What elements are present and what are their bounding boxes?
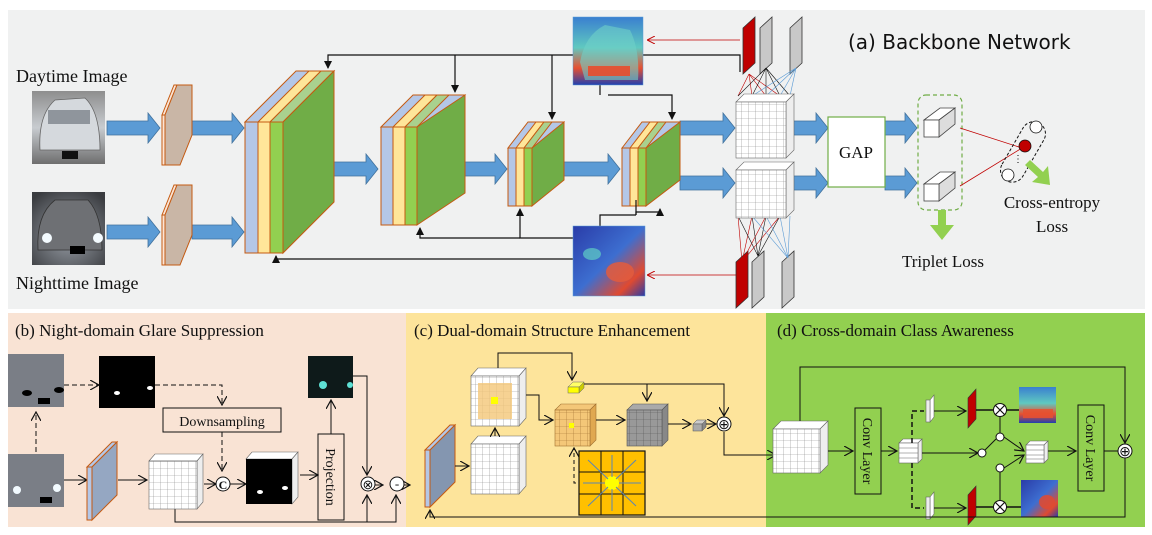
panel-b-title: (b) Night-domain Glare Suppression bbox=[15, 321, 264, 340]
backbone-stage-4 bbox=[620, 120, 682, 208]
structure-gray-token bbox=[692, 419, 707, 432]
gap-box bbox=[827, 116, 886, 188]
glare-feature-map bbox=[148, 453, 204, 510]
night-input bbox=[8, 454, 64, 507]
multiply-node bbox=[360, 476, 376, 492]
night-attention-heatmap bbox=[572, 225, 646, 297]
class-add-symbol: ⊕ bbox=[1119, 445, 1131, 460]
nighttime-image-label: Nighttime Image bbox=[16, 273, 138, 293]
switch-node bbox=[995, 432, 1005, 442]
class-token-top bbox=[925, 394, 935, 423]
class-input-feature bbox=[772, 420, 829, 474]
panel-c-connectors bbox=[455, 352, 776, 484]
conv-layer-2-label: Conv Layer bbox=[1082, 415, 1097, 482]
concat-node bbox=[215, 476, 231, 492]
ce-loss-arrow bbox=[1025, 160, 1050, 185]
embedding-group bbox=[917, 94, 963, 211]
class-filters-bottom bbox=[735, 250, 795, 309]
panel-c-title: (c) Dual-domain Structure Enhancement bbox=[414, 321, 690, 340]
glare-masked-feature bbox=[245, 451, 299, 505]
switch-node bbox=[977, 448, 987, 458]
class-node bbox=[1001, 168, 1015, 182]
panel-d-title: (d) Cross-domain Class Awareness bbox=[777, 321, 1014, 340]
structure-local-window bbox=[470, 367, 527, 427]
daytime-image-label: Daytime Image bbox=[16, 66, 127, 86]
conv-layer-1-label: Conv Layer bbox=[859, 418, 874, 485]
ce-loss-label-2: Loss bbox=[1036, 217, 1068, 236]
class-node-ellipsis: ⋮ bbox=[1013, 154, 1023, 165]
gap-label: GAP bbox=[839, 143, 873, 162]
downsampling-box bbox=[162, 407, 282, 433]
class-node-active bbox=[1018, 139, 1032, 153]
stem-conv-day bbox=[161, 84, 193, 166]
class-add-node bbox=[1117, 443, 1133, 459]
projected-glare-map bbox=[308, 356, 353, 398]
feature-map-night bbox=[735, 161, 795, 219]
multiply-icon bbox=[994, 404, 1006, 416]
multiply-symbol: ⊗ bbox=[363, 477, 374, 492]
class-mid-feature bbox=[898, 438, 923, 464]
structure-input-feature bbox=[470, 435, 527, 495]
stem-conv-night bbox=[161, 184, 193, 266]
class-heatmap-day bbox=[1019, 387, 1056, 423]
class-node bbox=[1029, 120, 1043, 134]
backbone-stage-3 bbox=[506, 120, 566, 208]
embedding-vector-day bbox=[922, 107, 957, 138]
filter-connection-lines bbox=[737, 67, 797, 263]
class-filter-night bbox=[967, 485, 977, 526]
projection-label: Projection bbox=[322, 448, 337, 506]
backbone-feedback-lines bbox=[272, 54, 741, 263]
panel-d-connectors bbox=[430, 366, 1125, 517]
nighttime-car-image bbox=[32, 192, 105, 265]
backbone-stage-2 bbox=[379, 94, 467, 226]
class-fused-feature bbox=[1025, 440, 1049, 464]
conv-layer-2-box bbox=[1077, 404, 1105, 492]
projection-box bbox=[317, 433, 345, 521]
ce-loss-label-1: Cross-entropy bbox=[1004, 193, 1101, 212]
switch-node bbox=[995, 463, 1005, 473]
class-filter-day bbox=[967, 388, 977, 429]
structure-add-node bbox=[716, 416, 732, 432]
day-attention-heatmap bbox=[572, 16, 644, 86]
classifier-links bbox=[959, 127, 1023, 187]
subtract-node bbox=[389, 476, 405, 492]
class-token-bottom bbox=[925, 491, 935, 520]
embedding-vector-night bbox=[922, 171, 957, 202]
downsampling-label: Downsampling bbox=[179, 415, 265, 430]
daytime-car-image bbox=[32, 91, 105, 164]
triplet-loss-arrow bbox=[930, 210, 954, 240]
glare-stem-plate bbox=[85, 440, 119, 522]
class-filters-top bbox=[742, 16, 803, 75]
structure-add-symbol: ⊕ bbox=[718, 418, 730, 433]
structure-kernel-grid bbox=[578, 450, 646, 516]
structure-stem-plate bbox=[423, 423, 457, 509]
subtract-symbol: - bbox=[395, 476, 399, 491]
night-input-masked bbox=[8, 354, 64, 407]
backbone-stage-1 bbox=[243, 69, 336, 255]
multiply-icon bbox=[994, 501, 1006, 513]
panel-a-title: (a) Backbone Network bbox=[848, 30, 1071, 54]
structure-aggregated-feature bbox=[554, 403, 597, 447]
triplet-loss-label: Triplet Loss bbox=[902, 252, 984, 271]
structure-yellow-token bbox=[567, 381, 585, 394]
panel-b-connectors bbox=[36, 375, 410, 523]
structure-enhanced-feature bbox=[626, 403, 669, 447]
panel-b-background bbox=[8, 313, 406, 527]
concat-symbol: C bbox=[219, 478, 228, 492]
class-heatmap-night bbox=[1021, 480, 1058, 517]
glare-mask bbox=[99, 356, 155, 408]
feature-map-day bbox=[735, 93, 795, 159]
